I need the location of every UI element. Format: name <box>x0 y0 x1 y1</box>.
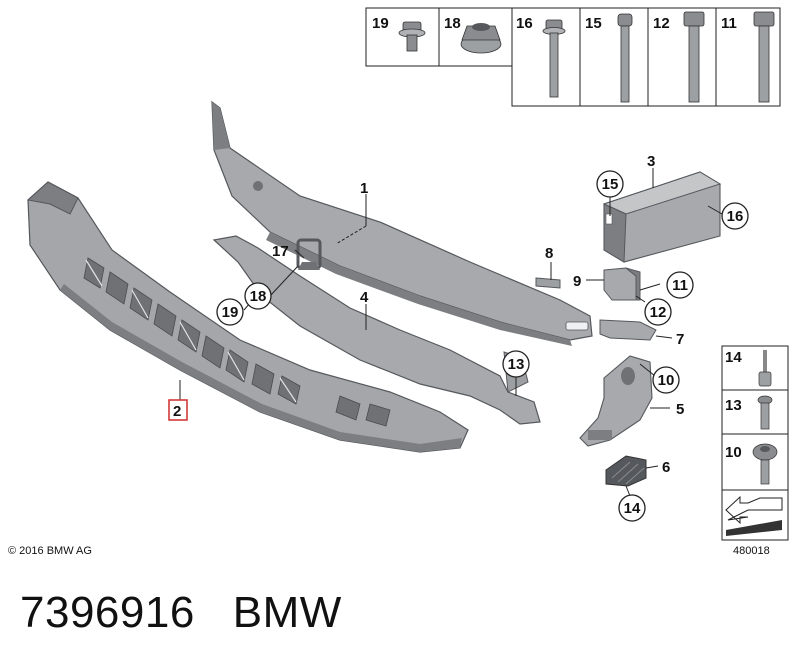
torx-bolt-icon <box>617 13 633 103</box>
image-code: 480018 <box>733 545 770 557</box>
part-number: 7396916 <box>20 588 195 637</box>
callout-1: 1 <box>360 180 368 197</box>
side-label-13: 13 <box>725 397 742 414</box>
rubber-pad <box>605 455 647 487</box>
slide-plate <box>599 319 657 341</box>
fastener-label-19: 19 <box>372 15 389 32</box>
callout-3: 3 <box>647 153 655 170</box>
collar-screw-icon <box>752 443 778 485</box>
fastener-strip: 19 18 16 15 12 11 <box>365 7 781 107</box>
side-label-10: 10 <box>725 444 742 461</box>
bumper-carrier <box>211 100 593 346</box>
side-label-14: 14 <box>725 349 742 366</box>
callout-9: 9 <box>573 273 581 290</box>
callout-10: 10 <box>658 372 675 389</box>
flange-bolt-icon <box>398 21 426 52</box>
impact-absorber <box>26 181 469 453</box>
callout-11: 11 <box>672 277 688 294</box>
small-clip <box>535 277 561 289</box>
callout-8: 8 <box>545 245 553 262</box>
callout-2-highlight-box <box>168 399 188 421</box>
long-bolt-icon <box>542 19 566 98</box>
angle-bracket <box>603 267 641 301</box>
lower-carrier <box>212 235 541 425</box>
callout-7: 7 <box>676 331 684 348</box>
callout-15: 15 <box>602 176 619 193</box>
deformation-element <box>602 171 722 263</box>
callout-13: 13 <box>508 356 525 373</box>
hex-bolt-icon <box>683 11 705 103</box>
hex-bolt-long-icon <box>753 11 775 103</box>
callout-5: 5 <box>676 401 684 418</box>
copyright-notice: © 2016 BMW AG <box>8 545 92 557</box>
callout-19: 19 <box>222 304 239 321</box>
fastener-label-18: 18 <box>444 15 461 32</box>
footer-caption: 7396916 BMW <box>20 588 380 638</box>
callout-16: 16 <box>727 208 744 225</box>
fastener-label-11: 11 <box>721 15 737 32</box>
fastener-label-16: 16 <box>516 15 533 32</box>
screw-icon <box>757 395 773 430</box>
fastener-label-15: 15 <box>585 15 602 32</box>
callout-14: 14 <box>624 500 641 517</box>
callout-12: 12 <box>650 304 667 321</box>
callout-2: 2 <box>173 403 181 420</box>
side-fastener-panel: 14 13 10 <box>721 345 789 541</box>
brand-name: BMW <box>232 588 342 637</box>
callout-6: 6 <box>662 459 670 476</box>
leader-lines <box>179 168 723 497</box>
fastener-label-12: 12 <box>653 15 670 32</box>
callouts: 1 2 3 4 5 6 7 8 9 15 16 11 12 13 10 14 1… <box>168 153 749 522</box>
callout-17: 17 <box>272 243 289 260</box>
bracket-arrow-icon <box>725 495 783 536</box>
tow-bracket <box>579 355 653 447</box>
callout-4: 4 <box>360 289 369 306</box>
rivet-icon <box>758 350 772 387</box>
flange-nut-icon <box>460 23 502 54</box>
callout-18: 18 <box>250 288 267 305</box>
